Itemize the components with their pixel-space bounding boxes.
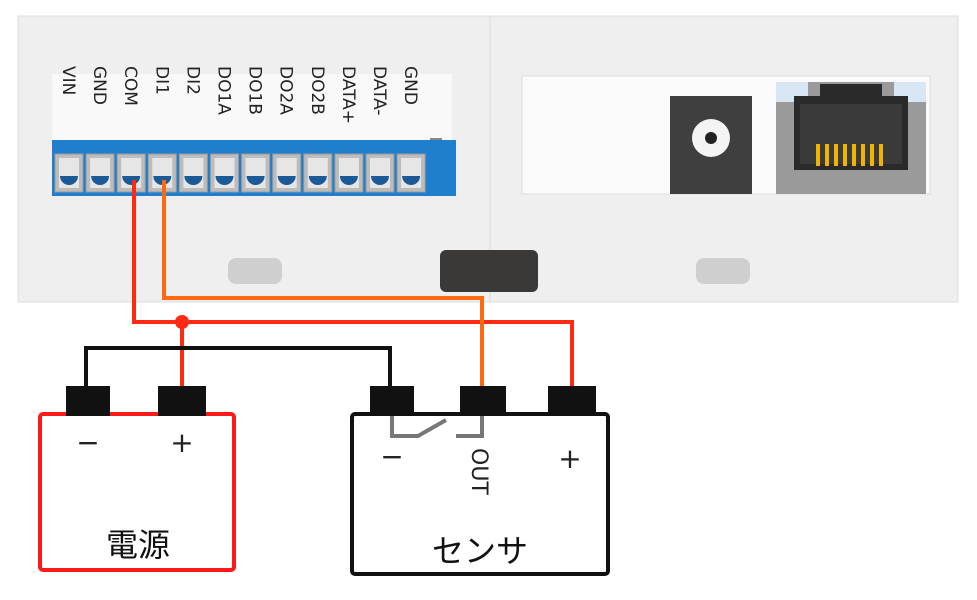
sensor-switch-contact <box>456 416 484 438</box>
terminal-label-8: DO2A <box>276 66 296 115</box>
terminal-5 <box>178 153 208 193</box>
power-minus-terminal <box>66 386 110 416</box>
terminal-7 <box>241 153 271 193</box>
ethernet-pin <box>879 144 883 166</box>
wire-com <box>132 180 574 390</box>
ethernet-pin <box>861 144 865 166</box>
power-plus-label: + <box>170 426 193 459</box>
terminal-label-3: COM <box>120 66 140 106</box>
terminal-label-6: DO1A <box>214 66 234 115</box>
terminal-label-1: VIN <box>58 66 78 95</box>
ethernet-pin <box>825 144 829 166</box>
terminal-label-panel <box>52 74 452 140</box>
terminal-12 <box>396 153 426 193</box>
terminal-screws <box>54 153 426 193</box>
sensor-out-terminal <box>460 386 506 416</box>
terminal-label-2: GND <box>89 66 109 105</box>
sensor-minus-terminal <box>370 386 414 416</box>
sensor: − OUT + センサ <box>350 386 610 576</box>
ethernet-pins <box>816 144 883 166</box>
device-enclosure <box>17 15 959 303</box>
power-plus-terminal <box>158 386 206 416</box>
ethernet-pin <box>870 144 874 166</box>
power-supply: − + 電源 <box>38 386 236 572</box>
terminal-block: VIN GND COM DI1 DI2 DO1A DO1B DO2A DO2B DATA+ DATA… <box>52 66 456 196</box>
ethernet-pin <box>852 144 856 166</box>
ethernet-pin <box>834 144 838 166</box>
sensor-plus-terminal <box>548 386 596 416</box>
sensor-switch-icon <box>390 416 447 438</box>
terminal-10 <box>334 153 364 193</box>
terminal-1 <box>54 153 84 193</box>
terminal-label-11: DATA- <box>369 66 389 116</box>
terminal-9 <box>303 153 333 193</box>
ethernet-port <box>776 82 926 194</box>
terminal-label-12: GND <box>400 66 420 105</box>
terminal-label-10: DATA+ <box>338 66 358 124</box>
wire-junction-dot <box>175 315 189 329</box>
dc-jack <box>670 96 752 194</box>
terminal-6 <box>210 153 239 193</box>
ethernet-pin <box>816 144 820 166</box>
terminal-label-9: DO2B <box>307 66 327 115</box>
sensor-title: センサ <box>432 532 528 570</box>
terminal-8 <box>272 153 302 193</box>
sensor-out-label: OUT <box>466 448 491 495</box>
terminal-label-5: DI2 <box>182 66 202 95</box>
wire-ground <box>84 346 392 390</box>
terminal-2 <box>85 153 115 193</box>
sensor-minus-label: − <box>380 440 403 473</box>
terminal-label-7: DO1B <box>245 66 265 115</box>
wire-di1 <box>162 180 484 390</box>
power-minus-label: − <box>76 426 99 459</box>
terminal-3 <box>116 153 146 193</box>
din-clip-left <box>228 258 282 284</box>
din-clip-right <box>696 258 750 284</box>
wires <box>84 180 574 390</box>
terminal-label-4: DI1 <box>151 66 171 95</box>
din-release-tab <box>440 250 538 292</box>
terminal-labels: VIN GND COM DI1 DI2 DO1A DO1B DO2A DO2B DATA+ DATA… <box>58 66 420 124</box>
sensor-plus-label: + <box>558 442 581 475</box>
power-supply-title: 電源 <box>106 526 170 564</box>
ethernet-pin <box>843 144 847 166</box>
terminal-11 <box>365 153 395 193</box>
power-supply-box <box>38 412 236 572</box>
